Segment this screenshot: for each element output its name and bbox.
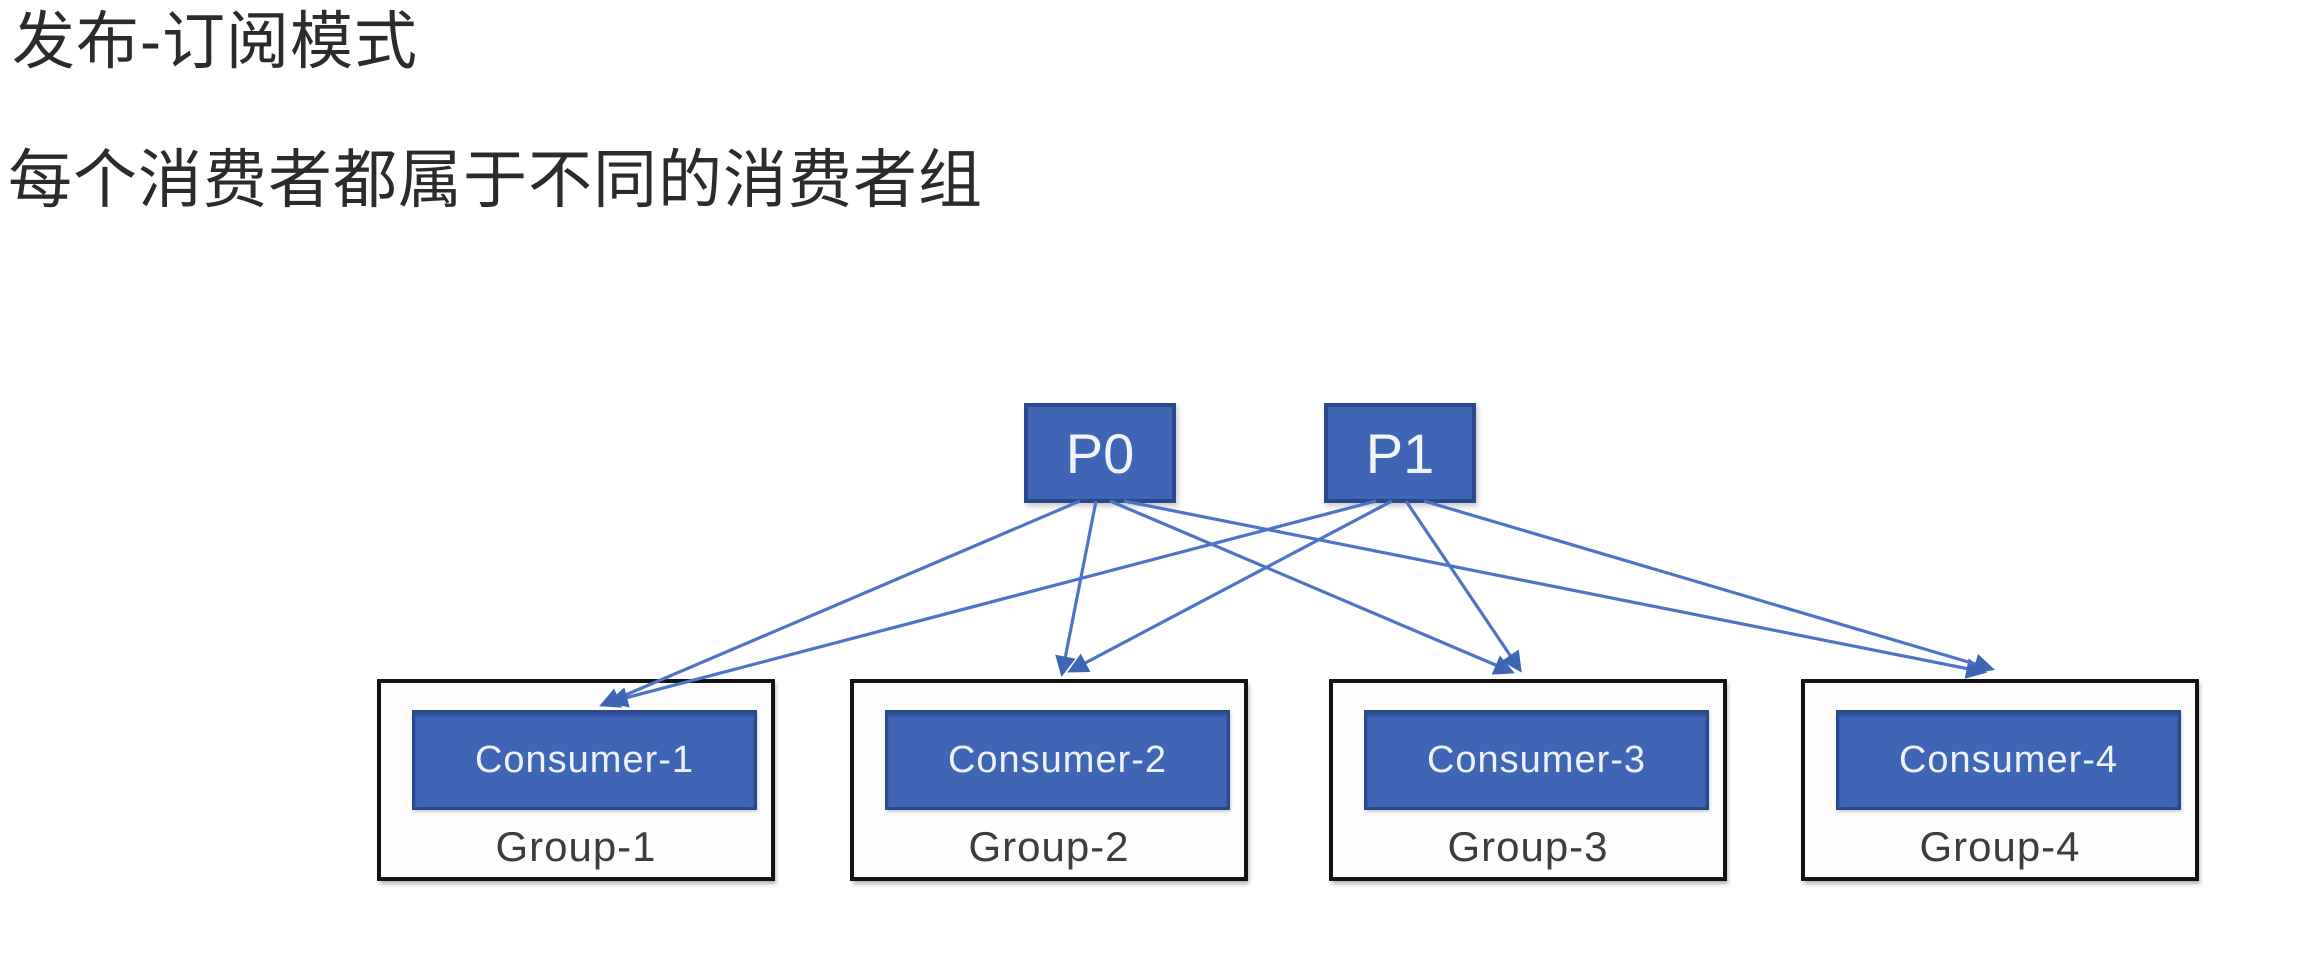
consumer-box-1: Consumer-1 [412, 710, 757, 810]
edge-p0-to-consumer-3 [1109, 499, 1515, 675]
consumer-label-4: Consumer-4 [1898, 738, 2119, 781]
partition-label-p0: P0 [1065, 421, 1135, 485]
consumer-group-box-3: Consumer-3 Group-3 [1329, 679, 1727, 881]
edge-p1-to-consumer-4 [1423, 499, 1995, 674]
group-label-1: Group-1 [495, 823, 657, 870]
group-label-3: Group-3 [1447, 823, 1609, 870]
edge-p0-to-consumer-2 [1055, 500, 1098, 678]
consumer-label-1: Consumer-1 [474, 738, 695, 781]
edge-p1-to-consumer-1 [606, 499, 1377, 708]
partition-box-p0: P0 [1024, 403, 1176, 503]
edge-p1-to-consumer-3 [1404, 500, 1522, 673]
group-label-4: Group-4 [1919, 823, 2081, 870]
consumer-box-3: Consumer-3 [1364, 710, 1709, 810]
consumer-group-box-2: Consumer-2 Group-2 [850, 679, 1248, 881]
partition-box-p1: P1 [1324, 403, 1476, 503]
consumer-label-2: Consumer-2 [947, 738, 1168, 781]
edge-p1-to-consumer-2 [1067, 499, 1393, 673]
edge-p0-to-consumer-4 [1123, 499, 1988, 679]
edge-p0-to-consumer-1 [599, 499, 1081, 708]
consumer-box-4: Consumer-4 [1836, 710, 2181, 810]
page-subtitle: 每个消费者都属于不同的消费者组 [8, 144, 983, 216]
page-title: 发布-订阅模式 [12, 7, 418, 77]
consumer-label-3: Consumer-3 [1426, 738, 1647, 781]
consumer-group-box-4: Consumer-4 Group-4 [1801, 679, 2199, 881]
consumer-box-2: Consumer-2 [885, 710, 1230, 810]
consumer-group-box-1: Consumer-1 Group-1 [377, 679, 775, 881]
group-label-2: Group-2 [968, 823, 1130, 870]
partition-label-p1: P1 [1365, 421, 1435, 485]
